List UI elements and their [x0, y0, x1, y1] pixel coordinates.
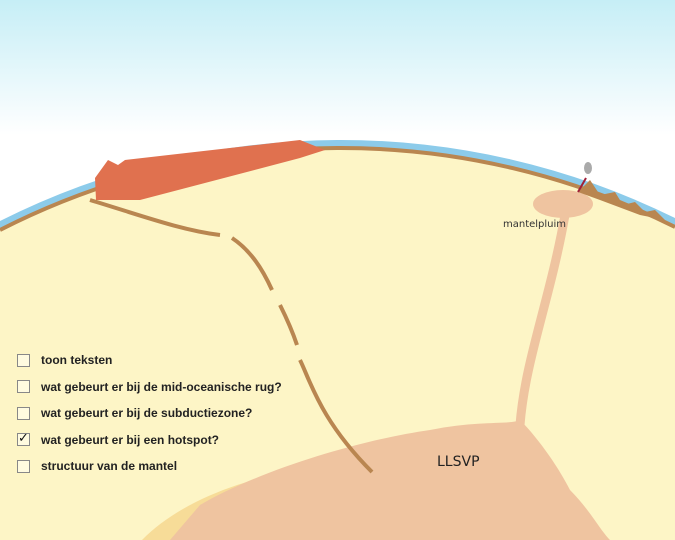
- checkbox-checked[interactable]: ✓: [17, 431, 30, 447]
- llsvp-label: LLSVP: [437, 454, 480, 470]
- subducting-slab: [89, 198, 374, 474]
- volcanic-islands: [578, 180, 665, 220]
- checkbox[interactable]: [17, 380, 30, 394]
- mantle-plume: [515, 214, 570, 426]
- plume-head: [533, 190, 593, 218]
- llsvp-shape: [170, 420, 610, 540]
- option-show-texts[interactable]: toon teksten: [17, 347, 282, 374]
- plume-label: mantelpluim: [503, 219, 567, 230]
- continent: [95, 140, 325, 200]
- checkbox[interactable]: [17, 406, 30, 420]
- option-mantle-structure[interactable]: structuur van de mantel: [17, 453, 282, 480]
- option-hotspot[interactable]: ✓wat gebeurt er bij een hotspot?: [17, 431, 220, 447]
- magma-conduit: [577, 177, 587, 193]
- checkbox[interactable]: [17, 459, 30, 473]
- option-mid-ocean-ridge[interactable]: wat gebeurt er bij de mid-oceanische rug…: [17, 374, 282, 401]
- checkbox[interactable]: [17, 353, 30, 367]
- option-subduction-zone[interactable]: wat gebeurt er bij de subductiezone?: [17, 400, 282, 427]
- options-list: toon teksten wat gebeurt er bij de mid-o…: [17, 347, 282, 480]
- check-icon: ✓: [18, 431, 29, 447]
- smoke-icon: [584, 162, 592, 174]
